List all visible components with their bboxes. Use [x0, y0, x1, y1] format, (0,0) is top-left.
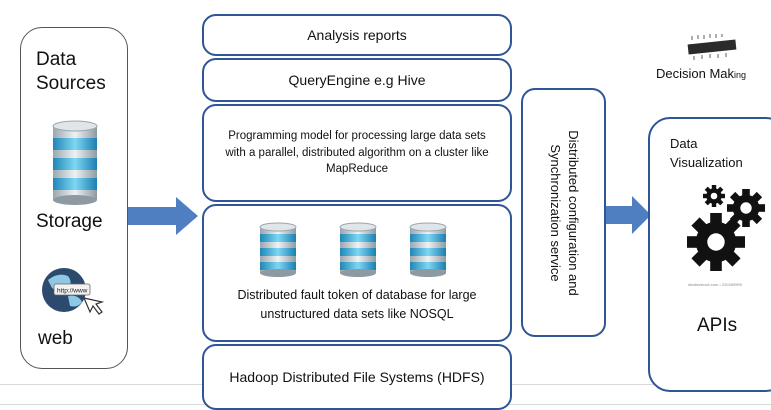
input-arrow-icon [128, 197, 198, 235]
web-label: web [38, 328, 73, 349]
data-sources-title: Data Sources [36, 48, 106, 96]
hdfs-box: Hadoop Distributed File Systems (HDFS) [202, 344, 512, 410]
query-engine-box: QueryEngine e.g Hive [202, 58, 512, 102]
data-visualization-line1: Data [670, 136, 698, 151]
storage-database-icon [52, 120, 98, 205]
circuit-chip-icon [687, 34, 737, 60]
medium-gear [727, 189, 765, 227]
nosql-database-icons [259, 222, 447, 278]
output-arrow-icon [606, 196, 651, 234]
data-sources-title-line2: Sources [36, 72, 106, 94]
data-sources-title-line1: Data [36, 49, 77, 70]
database-icon-1 [259, 222, 297, 278]
nosql-text-wrap: Distributed fault token of database for … [212, 286, 502, 324]
data-visualization-line2: Visualization [670, 154, 743, 170]
data-visualization-title: Data Visualization [670, 135, 743, 173]
programming-model-label: Programming model for processing large d… [225, 129, 489, 176]
web-globe-icon: http://www [42, 268, 105, 315]
nosql-label: Distributed fault token of database for … [237, 288, 477, 321]
hdfs-label: Hadoop Distributed File Systems (HDFS) [229, 369, 485, 385]
analysis-reports-box: Analysis reports [202, 14, 512, 56]
decision-making-suffix: ing [734, 70, 747, 80]
small-gear [703, 185, 725, 207]
apis-label: APIs [697, 315, 738, 336]
database-icon-2 [339, 222, 377, 278]
web-screen-text: http://www [57, 288, 88, 295]
sync-service-box: Distributed configuration and Synchroniz… [521, 88, 606, 337]
sync-service-label: Distributed configuration and Synchroniz… [547, 129, 581, 296]
programming-model-box: Programming model for processing large d… [202, 104, 512, 202]
database-icon-3 [409, 222, 447, 278]
gears-icon [687, 185, 765, 271]
image-credit: shutterstock.com • 220269999 [688, 282, 742, 287]
query-engine-label: QueryEngine e.g Hive [288, 72, 426, 88]
decision-making-main: Decision Mak [656, 66, 735, 81]
storage-label: Storage [36, 211, 103, 232]
analysis-reports-label: Analysis reports [307, 27, 407, 43]
decision-making-label: Decision Making [656, 66, 746, 81]
